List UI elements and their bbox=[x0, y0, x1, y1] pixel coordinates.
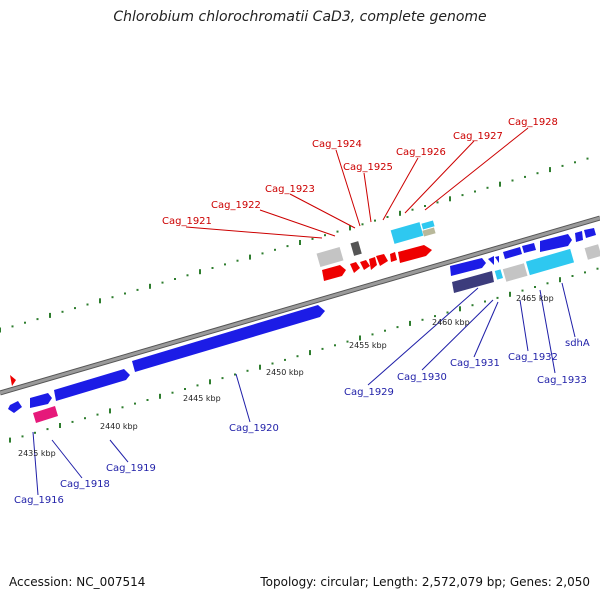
gene-blue-small-3[interactable] bbox=[575, 231, 583, 242]
leader-cag-1929 bbox=[367, 287, 479, 386]
gene-blue-small-1[interactable] bbox=[488, 256, 494, 265]
gene-blue-small-2[interactable] bbox=[495, 256, 499, 263]
label-cag-1929[interactable]: Cag_1929 bbox=[344, 387, 394, 398]
gene-cag-1926a[interactable] bbox=[376, 254, 388, 266]
upper-leader-lines bbox=[185, 127, 529, 239]
lower-gene-labels: Cag_1916 Cag_1918 Cag_1919 Cag_1920 Cag_… bbox=[14, 338, 590, 506]
gene-cag-1932b[interactable] bbox=[502, 263, 528, 282]
leader-cag-1918 bbox=[51, 439, 83, 479]
label-sdhA[interactable]: sdhA bbox=[565, 338, 590, 349]
gene-cag-1925[interactable] bbox=[369, 257, 377, 270]
kbp-2465: 2465 kbp bbox=[516, 294, 554, 303]
label-cag-1928[interactable]: Cag_1928 bbox=[508, 117, 558, 128]
label-cag-1925[interactable]: Cag_1925 bbox=[343, 162, 393, 173]
gene-red-1[interactable] bbox=[322, 265, 346, 281]
kbp-axis-labels: 2435 kbp 2440 kbp 2445 kbp 2450 kbp 2455… bbox=[18, 294, 554, 458]
gene-cag-1928a[interactable] bbox=[421, 220, 435, 230]
gene-cag-1926c[interactable] bbox=[398, 245, 432, 263]
gene-cag-1918[interactable] bbox=[33, 406, 58, 423]
label-cag-1918[interactable]: Cag_1918 bbox=[60, 479, 110, 490]
kbp-2445: 2445 kbp bbox=[183, 394, 221, 403]
gene-cag-1929[interactable] bbox=[450, 258, 486, 276]
lower-genes bbox=[8, 228, 600, 423]
gene-cag-1928b[interactable] bbox=[422, 227, 436, 237]
leader-cag-1922 bbox=[259, 209, 336, 237]
label-cag-1926[interactable]: Cag_1926 bbox=[396, 147, 446, 158]
gene-cag-1915[interactable] bbox=[8, 401, 22, 413]
gene-cag-1921[interactable] bbox=[316, 246, 344, 268]
label-cag-1920[interactable]: Cag_1920 bbox=[229, 423, 279, 434]
gene-cag-1931[interactable] bbox=[522, 243, 536, 253]
lower-leader-lines bbox=[32, 282, 576, 496]
kbp-2440: 2440 kbp bbox=[100, 422, 138, 431]
label-cag-1927[interactable]: Cag_1927 bbox=[453, 131, 503, 142]
leader-cag-1930 bbox=[421, 299, 494, 371]
accession-text: Accession: NC_007514 bbox=[9, 575, 146, 589]
gene-cag-1926b[interactable] bbox=[390, 252, 397, 262]
label-cag-1933[interactable]: Cag_1933 bbox=[537, 375, 587, 386]
leader-cag-1920 bbox=[235, 373, 251, 423]
label-cag-1919[interactable]: Cag_1919 bbox=[106, 463, 156, 474]
gene-blue-small-4[interactable] bbox=[584, 228, 596, 238]
tick-marks bbox=[0, 157, 599, 443]
gene-sdhA[interactable] bbox=[584, 244, 600, 260]
gene-cag-1929b[interactable] bbox=[452, 271, 494, 293]
leader-cag-1925 bbox=[363, 172, 372, 223]
gene-cag-1920[interactable] bbox=[132, 305, 325, 372]
label-cag-1916[interactable]: Cag_1916 bbox=[14, 495, 64, 506]
label-cag-1924[interactable]: Cag_1924 bbox=[312, 139, 362, 150]
gene-cag-1927[interactable] bbox=[390, 222, 424, 244]
leader-cag-1928 bbox=[424, 127, 529, 211]
genome-summary-text: Topology: circular; Length: 2,572,079 bp… bbox=[260, 575, 590, 589]
kbp-2455: 2455 kbp bbox=[349, 341, 387, 350]
leader-cag-1933 bbox=[539, 289, 556, 374]
label-cag-1932[interactable]: Cag_1932 bbox=[508, 352, 558, 363]
kbp-2450: 2450 kbp bbox=[266, 368, 304, 377]
label-cag-1922[interactable]: Cag_1922 bbox=[211, 200, 261, 211]
leader-cag-1926 bbox=[382, 157, 419, 221]
upper-gene-labels: Cag_1921 Cag_1922 Cag_1923 Cag_1924 Cag_… bbox=[162, 117, 558, 227]
leader-cag-1919 bbox=[109, 439, 129, 463]
leader-cag-1931 bbox=[473, 301, 499, 358]
label-cag-1930[interactable]: Cag_1930 bbox=[397, 372, 447, 383]
gene-red-edge[interactable] bbox=[10, 375, 16, 386]
label-cag-1923[interactable]: Cag_1923 bbox=[265, 184, 315, 195]
leader-cag-1927 bbox=[404, 140, 475, 214]
label-cag-1921[interactable]: Cag_1921 bbox=[162, 216, 212, 227]
leader-cag-1924 bbox=[335, 149, 361, 227]
gene-cag-1916[interactable] bbox=[30, 393, 52, 408]
gene-cag-1922[interactable] bbox=[350, 241, 362, 256]
label-cag-1931[interactable]: Cag_1931 bbox=[450, 358, 500, 369]
kbp-2460: 2460 kbp bbox=[432, 318, 470, 327]
gene-cag-1923[interactable] bbox=[350, 262, 360, 273]
map-title: Chlorobium chlorochromatii CaD3, complet… bbox=[113, 9, 487, 25]
leader-cag-1932 bbox=[519, 299, 529, 352]
genome-backbone-inner bbox=[0, 216, 600, 395]
kbp-2435: 2435 kbp bbox=[18, 449, 56, 458]
leader-sdhA bbox=[561, 282, 576, 338]
leader-cag-1921 bbox=[185, 226, 323, 239]
gene-cag-1933[interactable] bbox=[525, 248, 575, 276]
leader-cag-1923 bbox=[289, 193, 356, 229]
leader-cag-1916 bbox=[32, 431, 39, 496]
gene-cag-1924[interactable] bbox=[360, 260, 370, 270]
gene-cag-1932[interactable] bbox=[540, 234, 572, 252]
gene-cag-1919[interactable] bbox=[54, 369, 130, 401]
gene-cyan-small[interactable] bbox=[494, 269, 503, 280]
gene-cag-1930[interactable] bbox=[503, 247, 522, 259]
upper-genes bbox=[316, 220, 436, 281]
